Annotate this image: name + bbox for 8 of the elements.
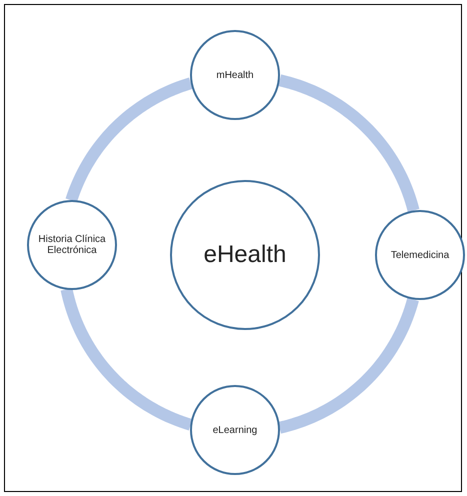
node-label: mHealth: [216, 70, 254, 80]
node-label: Historia Clínica Electrónica: [37, 234, 107, 256]
ring-segment: [278, 74, 420, 212]
ring-segment: [278, 298, 419, 434]
node-label: eLearning: [212, 424, 258, 436]
ring-segment: [60, 288, 192, 430]
node-label: Telemedicina: [390, 250, 450, 260]
node-label: eHealth: [204, 241, 286, 269]
